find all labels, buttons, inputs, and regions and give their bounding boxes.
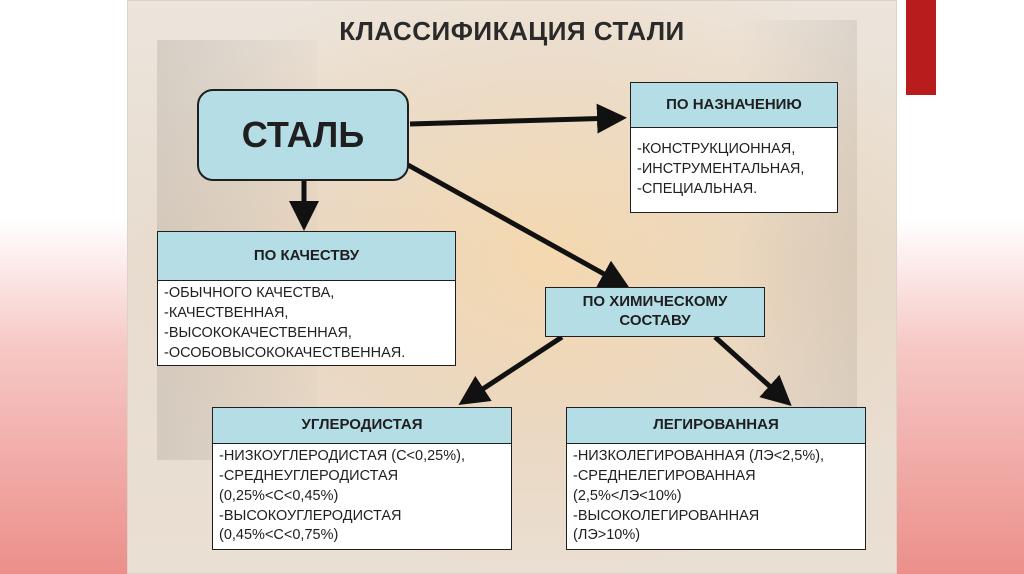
list-item: -НИЗКОЛЕГИРОВАННАЯ (ЛЭ<2,5%), xyxy=(573,448,825,464)
alloyed-header-label: ЛЕГИРОВАННАЯ xyxy=(653,416,779,434)
list-item: -КОНСТРУКЦИОННАЯ, xyxy=(637,141,796,157)
list-item: -ОБЫЧНОГО КАЧЕСТВА, xyxy=(164,285,335,301)
list-item: (0,45%<С<0,75%) xyxy=(219,527,339,544)
chemical-header-line1: ПО ХИМИЧЕСКОМУ xyxy=(582,293,728,311)
list-item: -СПЕЦИАЛЬНАЯ. xyxy=(637,180,758,197)
list-item: -СРЕДНЕУГЛЕРОДИСТАЯ xyxy=(219,467,399,484)
list-item: -НИЗКОУГЛЕРОДИСТАЯ (С<0,25%), xyxy=(219,448,465,464)
list-item: -ОСОБОВЫСОКОКАЧЕСТВЕННАЯ. xyxy=(164,344,406,361)
list-item: -ИНСТРУМЕНТАЛЬНАЯ, xyxy=(637,160,805,177)
chemical-header: ПО ХИМИЧЕСКОМУ СОСТАВУ xyxy=(545,287,765,337)
quality-header: ПО КАЧЕСТВУ xyxy=(157,231,456,281)
list-item: -ВЫСОКОЛЕГИРОВАННАЯ xyxy=(573,507,760,524)
alloyed-header: ЛЕГИРОВАННАЯ xyxy=(566,407,866,444)
carbon-header-label: УГЛЕРОДИСТАЯ xyxy=(301,416,423,434)
accent-bar xyxy=(906,0,936,95)
list-item: -КАЧЕСТВЕННАЯ, xyxy=(164,304,289,321)
arrow-to-alloyed xyxy=(713,335,792,407)
list-item: (ЛЭ>10%) xyxy=(573,527,641,544)
steel-root-label: СТАЛЬ xyxy=(241,114,365,155)
purpose-header-label: ПО НАЗНАЧЕНИЮ xyxy=(666,95,802,113)
list-item: (0,25%<С<0,45%) xyxy=(219,487,339,504)
arrow-to-carbon xyxy=(458,334,564,405)
steel-root-node: СТАЛЬ xyxy=(197,89,409,181)
purpose-header: ПО НАЗНАЧЕНИЮ xyxy=(630,82,838,128)
chemical-header-line2: СОСТАВУ xyxy=(619,312,691,329)
quality-list: -ОБЫЧНОГО КАЧЕСТВА, -КАЧЕСТВЕННАЯ, -ВЫСО… xyxy=(157,280,456,366)
page-title: КЛАССИФИКАЦИЯ СТАЛИ xyxy=(339,16,685,46)
arrow-to-purpose xyxy=(409,103,627,134)
purpose-list: -КОНСТРУКЦИОННАЯ, -ИНСТРУМЕНТАЛЬНАЯ, -СП… xyxy=(630,127,838,213)
carbon-header: УГЛЕРОДИСТАЯ xyxy=(212,407,512,444)
arrow-to-chemical xyxy=(406,162,630,289)
list-item: (2,5%<ЛЭ<10%) xyxy=(573,487,682,504)
quality-header-label: ПО КАЧЕСТВУ xyxy=(253,246,360,264)
alloyed-list: -НИЗКОЛЕГИРОВАННАЯ (ЛЭ<2,5%), -СРЕДНЕЛЕГ… xyxy=(566,443,866,550)
list-item: -СРЕДНЕЛЕГИРОВАННАЯ xyxy=(573,467,756,484)
carbon-list: -НИЗКОУГЛЕРОДИСТАЯ (С<0,25%), -СРЕДНЕУГЛ… xyxy=(212,443,512,550)
list-item: -ВЫСОКОУГЛЕРОДИСТАЯ xyxy=(219,507,402,524)
list-item: -ВЫСОКОКАЧЕСТВЕННАЯ, xyxy=(164,324,352,341)
